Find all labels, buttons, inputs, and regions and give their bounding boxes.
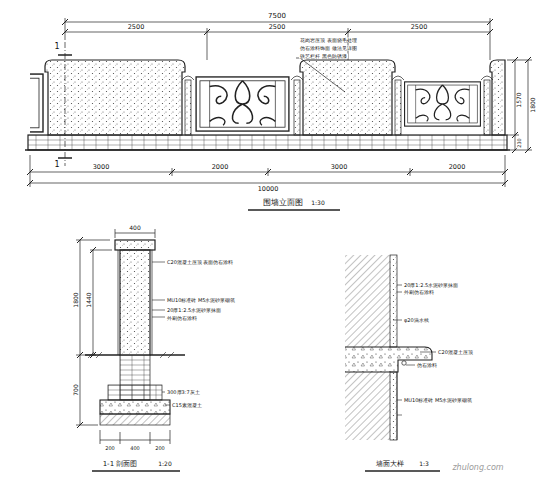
note: MU10标准砖 M5水泥砂浆砌筑 <box>403 398 473 403</box>
note: 外刷仿石涂料 <box>403 290 435 295</box>
dimension: 3000 <box>92 164 111 171</box>
note: MU10标准砖 M5水泥砂浆砌筑 <box>166 298 236 303</box>
note: 铁艺栏杆 黑色防锈漆 <box>299 54 348 59</box>
dimension: 2500 <box>268 24 287 31</box>
note: 300厚3:7灰土 <box>166 390 201 395</box>
drawing-title: 1-1 剖面图 <box>102 461 139 468</box>
dimension: 400 <box>128 225 141 231</box>
dimension: 1440 <box>86 291 92 308</box>
dimension: 1800 <box>530 96 536 113</box>
elevation <box>0 18 532 210</box>
dimension: 230 <box>517 137 522 149</box>
note: 20厚1:2.5水泥砂浆抹面 <box>403 283 459 288</box>
dimension: 2000 <box>448 164 467 171</box>
section-1-1 <box>76 229 185 471</box>
watermark: zhulong.com <box>451 464 504 472</box>
note: φ20滴水线 <box>403 318 430 323</box>
dimension: 200 <box>154 446 166 451</box>
note: 花岗岩压顶 表面烧毛处理 <box>299 38 358 43</box>
dimension: 700 <box>73 383 79 396</box>
scale: 1:3 <box>418 461 430 467</box>
dimension: 2500 <box>127 24 146 31</box>
note: C20混凝土压顶 <box>437 350 474 355</box>
dimension: 2000 <box>211 164 230 171</box>
note: 20厚1:2.5水泥砂浆抹面 <box>166 308 222 313</box>
dimension: 2500 <box>410 24 429 31</box>
scale: 1:30 <box>310 200 325 206</box>
note: 外刷仿石涂料 <box>166 316 198 321</box>
drawing-title: 围墙立面图 <box>262 199 304 207</box>
note: C15素混凝土 <box>171 403 203 408</box>
drawing-title: 墙面大样 <box>375 461 405 468</box>
note: 仿石涂料饰面 做法见详图 <box>299 46 358 51</box>
note: C20混凝土压顶 表面仿石涂料 <box>166 260 234 265</box>
dimension: 7500 <box>267 13 287 20</box>
dimension: 10000 <box>257 186 280 193</box>
section-mark: 1 <box>53 161 60 169</box>
dimension: 1800 <box>73 291 79 308</box>
note: 仿石涂料 <box>416 363 438 368</box>
scale: 1:20 <box>157 461 172 467</box>
dimension: 3000 <box>330 164 349 171</box>
dimension: 1570 <box>516 91 522 108</box>
dimension: 400 <box>129 446 141 451</box>
section-mark: 1 <box>53 43 60 51</box>
dimension: 200 <box>104 446 116 451</box>
